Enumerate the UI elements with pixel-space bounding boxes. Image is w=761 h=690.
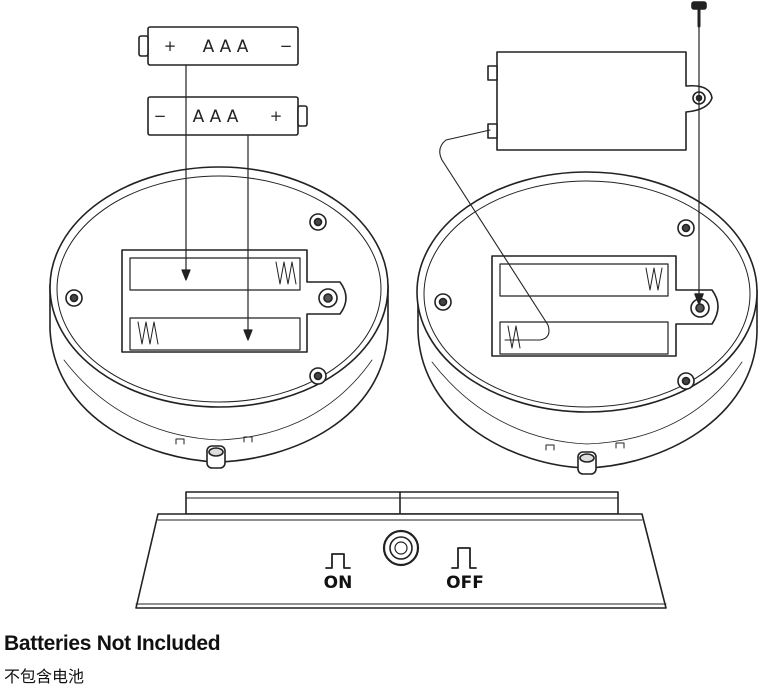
power-button-icon xyxy=(382,529,420,567)
left-base xyxy=(49,166,389,469)
switch-off-position-icon xyxy=(451,547,477,569)
screw-icon xyxy=(691,1,707,305)
switch-on-label: ON xyxy=(324,573,353,593)
base-side-view: ON OFF xyxy=(135,491,667,609)
batteries-not-included-caption: Batteries Not Included xyxy=(4,632,221,655)
battery-top-type-label: AAA xyxy=(203,37,254,57)
power-switch-icon xyxy=(545,442,625,475)
battery-top-plus-label: + xyxy=(164,37,177,55)
battery-compartment xyxy=(121,249,347,353)
aaa-battery-bottom: − AAA + xyxy=(147,96,308,136)
battery-bottom-type-label: AAA xyxy=(193,107,244,127)
cover-guide-line xyxy=(439,129,550,341)
aaa-battery-top: + AAA − xyxy=(138,26,299,66)
insert-arrow-icon xyxy=(181,65,253,341)
screw-icon xyxy=(434,219,695,390)
power-switch-icon xyxy=(175,436,253,469)
switch-on-position-icon xyxy=(325,553,351,569)
batteries-not-included-caption-zh: 不包含电池 xyxy=(4,667,85,686)
screw-icon xyxy=(65,213,327,385)
right-base xyxy=(416,171,758,475)
battery-bottom-minus-label: − xyxy=(154,107,167,125)
battery-top-minus-label: − xyxy=(280,37,293,55)
battery-cover xyxy=(487,51,713,151)
switch-off-label: OFF xyxy=(446,573,484,593)
battery-bottom-plus-label: + xyxy=(270,107,283,125)
